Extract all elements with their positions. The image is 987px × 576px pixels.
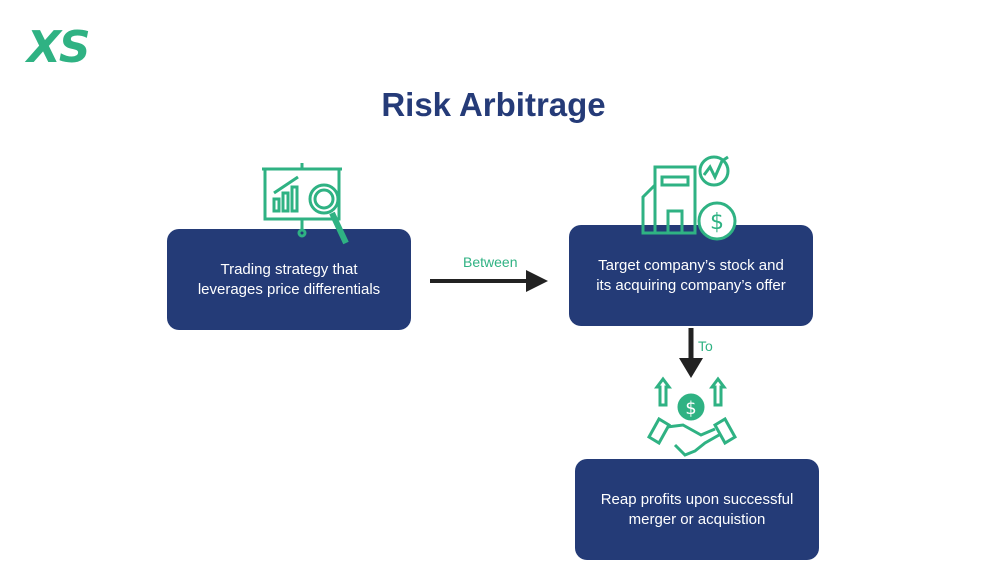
profit-box: Reap profits upon successful merger or a… bbox=[575, 459, 819, 560]
between-label: Between bbox=[463, 254, 518, 270]
target-stock-box: Target company’s stock and its acquiring… bbox=[569, 225, 813, 326]
company-stock-icon: $ bbox=[641, 155, 737, 241]
down-arrow-icon bbox=[679, 328, 703, 378]
to-label: To bbox=[698, 338, 713, 354]
strategy-box: Trading strategy that leverages price di… bbox=[167, 229, 411, 330]
page-title: Risk Arbitrage bbox=[381, 86, 606, 123]
analytics-presentation-icon bbox=[262, 163, 349, 245]
svg-text:$: $ bbox=[685, 398, 696, 419]
svg-text:$: $ bbox=[710, 210, 724, 235]
xs-logo: XS bbox=[27, 22, 91, 73]
handshake-profit-icon: $ bbox=[646, 376, 738, 457]
right-arrow-icon bbox=[430, 270, 548, 292]
